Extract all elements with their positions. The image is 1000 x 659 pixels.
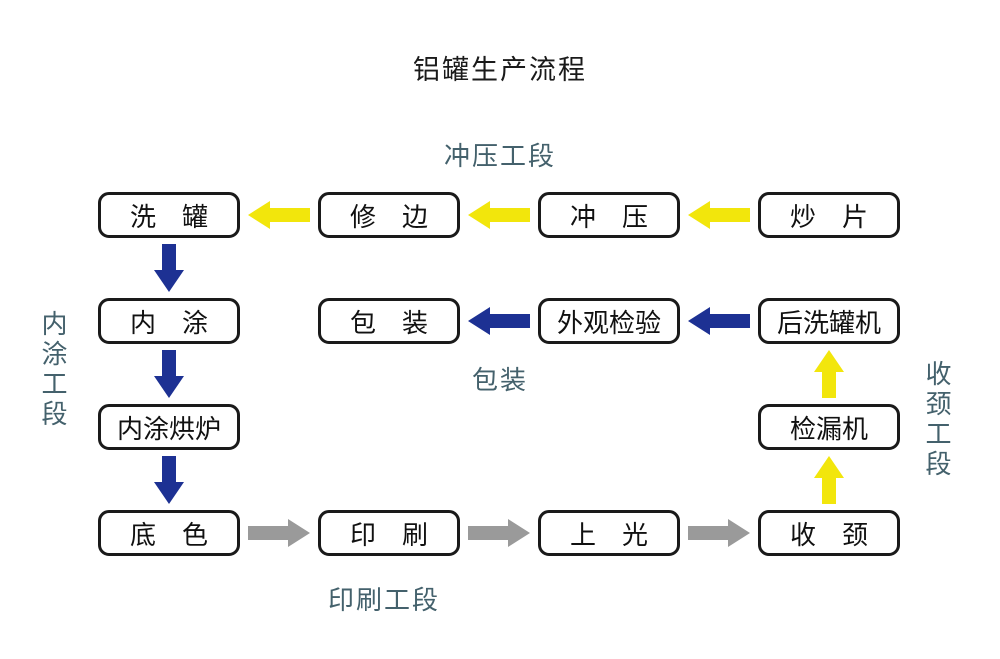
node-coat-label: 内 涂 [129,308,208,339]
arrow-punch-to-trim-left-icon [468,201,530,229]
node-base-label: 底 色 [129,520,208,551]
node-neck: 收 颈 [758,510,900,556]
node-post-wash-label: 后洗罐机 [776,308,881,339]
arrow-trim-to-wash-left-icon [248,201,310,229]
arrow-postwash-to-inspect-left-icon [688,307,750,335]
arrow-print-to-varnish-right-icon [468,519,530,547]
arrow-inspect-to-pack-left-icon [468,307,530,335]
node-leak: 检漏机 [758,404,900,450]
node-wash: 洗 罐 [98,192,240,238]
arrow-wash-to-coat-down-icon [154,244,184,292]
node-trim-label: 修 边 [349,202,428,233]
node-wash-label: 洗 罐 [129,202,208,233]
section-label-inner-coating: 内涂工段 [37,310,67,430]
node-oven: 内涂烘炉 [98,404,240,450]
section-label-stamping: 冲压工段 [443,142,556,172]
node-leak-label: 检漏机 [789,414,868,445]
node-pack: 包 装 [318,298,460,344]
node-oven-label: 内涂烘炉 [116,414,221,445]
arrow-sheet-to-punch-left-icon [688,201,750,229]
node-punch: 冲 压 [538,192,680,238]
page-title: 铝罐生产流程 [413,55,587,86]
arrow-oven-to-base-down-icon [154,456,184,504]
arrow-coat-to-oven-down-icon [154,350,184,398]
arrow-neck-to-leak-up-icon [814,456,844,504]
node-sheet: 炒 片 [758,192,900,238]
node-base: 底 色 [98,510,240,556]
node-inspect-label: 外观检验 [556,308,661,339]
node-print: 印 刷 [318,510,460,556]
section-label-printing: 印刷工段 [328,586,441,616]
arrow-varnish-to-neck-right-icon [688,519,750,547]
node-inspect: 外观检验 [538,298,680,344]
node-pack-label: 包 装 [349,308,428,339]
node-print-label: 印 刷 [349,520,428,551]
node-punch-label: 冲 压 [569,202,648,233]
node-varnish: 上 光 [538,510,680,556]
node-varnish-label: 上 光 [569,520,648,551]
section-label-packing: 包装 [471,366,528,396]
node-trim: 修 边 [318,192,460,238]
arrow-leak-to-postwash-up-icon [814,350,844,398]
node-sheet-label: 炒 片 [789,202,868,233]
node-neck-label: 收 颈 [789,520,868,551]
arrow-base-to-print-right-icon [248,519,310,547]
node-post-wash: 后洗罐机 [758,298,900,344]
node-coat: 内 涂 [98,298,240,344]
section-label-necking: 收颈工段 [921,360,951,480]
